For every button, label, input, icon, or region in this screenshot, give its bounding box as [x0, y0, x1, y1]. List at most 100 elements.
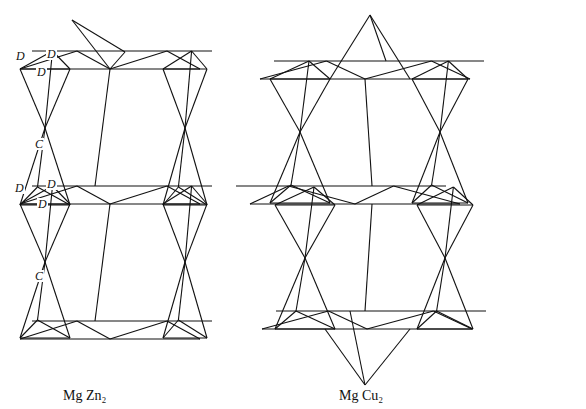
polyhedron-edge	[440, 61, 448, 132]
polyhedron-edge	[236, 185, 446, 186]
polyhedron-edge	[178, 187, 207, 205]
polyhedron-edge	[110, 52, 125, 69]
polyhedron-edge	[45, 51, 53, 128]
polyhedron-edge	[72, 20, 110, 69]
polyhedron-edge	[20, 262, 45, 338]
site-letter: D	[15, 50, 26, 62]
polyhedron-edge	[300, 79, 330, 132]
polyhedron-edge	[192, 51, 207, 69]
polyhedron-edge	[163, 186, 192, 204]
polyhedron-edge	[38, 320, 71, 338]
polyhedron-edge	[32, 185, 212, 186]
polyhedron-edge	[20, 204, 45, 262]
polyhedron-edge	[291, 132, 300, 185]
polyhedron-edge	[417, 205, 445, 258]
polyhedron-edge	[417, 258, 445, 329]
polyhedron-edge	[275, 204, 335, 205]
site-letter: C	[34, 270, 44, 282]
polyhedron-edge	[185, 186, 192, 262]
polyhedron-edge	[445, 205, 473, 258]
polyhedron-edge	[270, 61, 309, 79]
polyhedron-edge	[330, 15, 370, 79]
polyhedron-edge	[95, 204, 110, 321]
polyhedron-edge	[163, 51, 192, 69]
polyhedron-edge	[163, 320, 178, 338]
polyhedron-edge	[270, 185, 291, 203]
polyhedron-edge	[38, 128, 46, 187]
polyhedron-edge	[370, 15, 386, 61]
polyhedron-edge	[296, 258, 305, 311]
polyhedron-edge	[274, 60, 484, 61]
polyhedron-edge	[291, 185, 330, 203]
polyhedron-edge	[110, 51, 167, 69]
polyhedron-edge	[370, 15, 410, 79]
polyhedron-edge	[77, 186, 110, 204]
polyhedron-edge	[163, 337, 207, 338]
polyhedron-edge	[185, 204, 207, 262]
polyhedron-edge	[72, 20, 125, 52]
polyhedron-edge	[163, 203, 207, 204]
polyhedron-edge	[305, 258, 335, 329]
polyhedron-edge	[350, 311, 365, 385]
polyhedron-edge	[275, 311, 296, 329]
polyhedron-edge	[432, 185, 468, 203]
polyhedron-edge	[355, 186, 394, 204]
site-letter: D	[46, 48, 57, 60]
polyhedron-edge	[275, 328, 335, 329]
polyhedron-edge	[77, 321, 110, 339]
site-letter: D	[36, 66, 47, 78]
polyhedron-edge	[417, 204, 473, 205]
polyhedron-edge	[270, 79, 300, 132]
polyhedron-edge	[296, 311, 335, 329]
site-letter: C	[34, 138, 44, 150]
polyhedron-edge	[432, 61, 471, 79]
polyhedron-edge	[20, 321, 77, 339]
polyhedron-edge	[77, 51, 110, 69]
polyhedron-edge	[417, 187, 453, 205]
polyhedron-edge	[440, 132, 468, 203]
polyhedron-edge	[437, 311, 473, 329]
site-letter: D	[46, 178, 57, 190]
polyhedron-edge	[185, 69, 207, 128]
site-letter: D	[14, 182, 25, 194]
polyhedron-edge	[262, 311, 329, 329]
polyhedron-edge	[275, 205, 305, 258]
polyhedron-edge	[417, 311, 437, 329]
polyhedron-edge	[365, 329, 410, 385]
polyhedron-edge	[448, 61, 468, 79]
polyhedron-edge	[314, 187, 335, 205]
polyhedron-edge	[365, 79, 372, 186]
polyhedron-edge	[32, 320, 212, 321]
polyhedron-edge	[275, 258, 305, 329]
polyhedron-edge	[45, 69, 70, 128]
polyhedron-edge	[309, 61, 330, 79]
polyhedron-edge	[192, 186, 207, 204]
polyhedron-edge	[163, 128, 185, 205]
polyhedron-edge	[305, 187, 314, 258]
polyhedron-edge	[45, 204, 70, 262]
polyhedron-edge	[445, 187, 453, 258]
polyhedron-edge	[365, 61, 432, 79]
polyhedron-edge	[412, 61, 448, 79]
polyhedron-edge	[437, 258, 445, 311]
polyhedron-edge	[163, 69, 185, 128]
polyhedron-edge	[445, 258, 473, 329]
polyhedron-edge	[417, 328, 473, 329]
polyhedron-edge	[275, 187, 314, 205]
polyhedron-edge	[270, 78, 330, 79]
polyhedron-edge	[305, 205, 335, 258]
polyhedron-edge	[185, 51, 192, 128]
polyhedron-edge	[178, 320, 207, 338]
polyhedron-edge	[167, 51, 200, 69]
polyhedron-edge	[394, 186, 461, 204]
polyhedron-edge	[163, 262, 185, 338]
polyhedron-edge	[110, 186, 167, 204]
polyhedron-edge	[260, 61, 327, 79]
polyhedron-edge	[412, 185, 432, 203]
polyhedron-edge	[434, 311, 473, 329]
polyhedron-edge	[300, 61, 309, 132]
structure-caption: Mg Cu₂	[338, 389, 384, 403]
polyhedron-edge	[300, 132, 330, 203]
